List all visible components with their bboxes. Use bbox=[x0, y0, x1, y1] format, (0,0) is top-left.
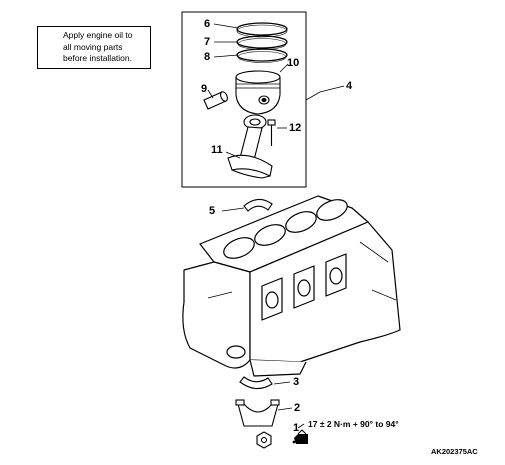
callout-7: 7 bbox=[204, 36, 211, 48]
lower-bearing-shell bbox=[239, 376, 273, 390]
rod-nut bbox=[256, 431, 272, 449]
callout-10: 10 bbox=[287, 57, 300, 69]
note-box bbox=[37, 26, 151, 69]
callout-2: 2 bbox=[294, 402, 301, 414]
callout-6: 6 bbox=[204, 18, 211, 30]
oil-can-icon bbox=[292, 429, 308, 444]
connecting-rod bbox=[227, 114, 273, 179]
piston-pin bbox=[203, 91, 228, 110]
assembly-frame bbox=[181, 11, 307, 188]
callout-1: 1 bbox=[293, 422, 300, 434]
callout-12: 12 bbox=[289, 122, 302, 134]
piston bbox=[235, 70, 281, 115]
rod-cap bbox=[235, 399, 280, 427]
callout-11: 11 bbox=[211, 144, 223, 156]
upper-bearing-shell bbox=[243, 198, 273, 212]
callout-5: 5 bbox=[209, 205, 216, 217]
callout-3: 3 bbox=[293, 376, 300, 388]
torque-spec: 17 ± 2 N·m + 90° to 94° bbox=[308, 419, 399, 429]
figure-code: AK202375AC bbox=[431, 447, 478, 456]
piston-rings bbox=[236, 22, 288, 63]
note-text: Apply engine oil to all moving parts bef… bbox=[63, 30, 133, 63]
callout-9: 9 bbox=[201, 83, 208, 95]
callout-4: 4 bbox=[346, 80, 353, 92]
rod-bolt bbox=[267, 119, 276, 146]
callout-8: 8 bbox=[204, 51, 211, 63]
cylinder-block bbox=[182, 195, 401, 377]
